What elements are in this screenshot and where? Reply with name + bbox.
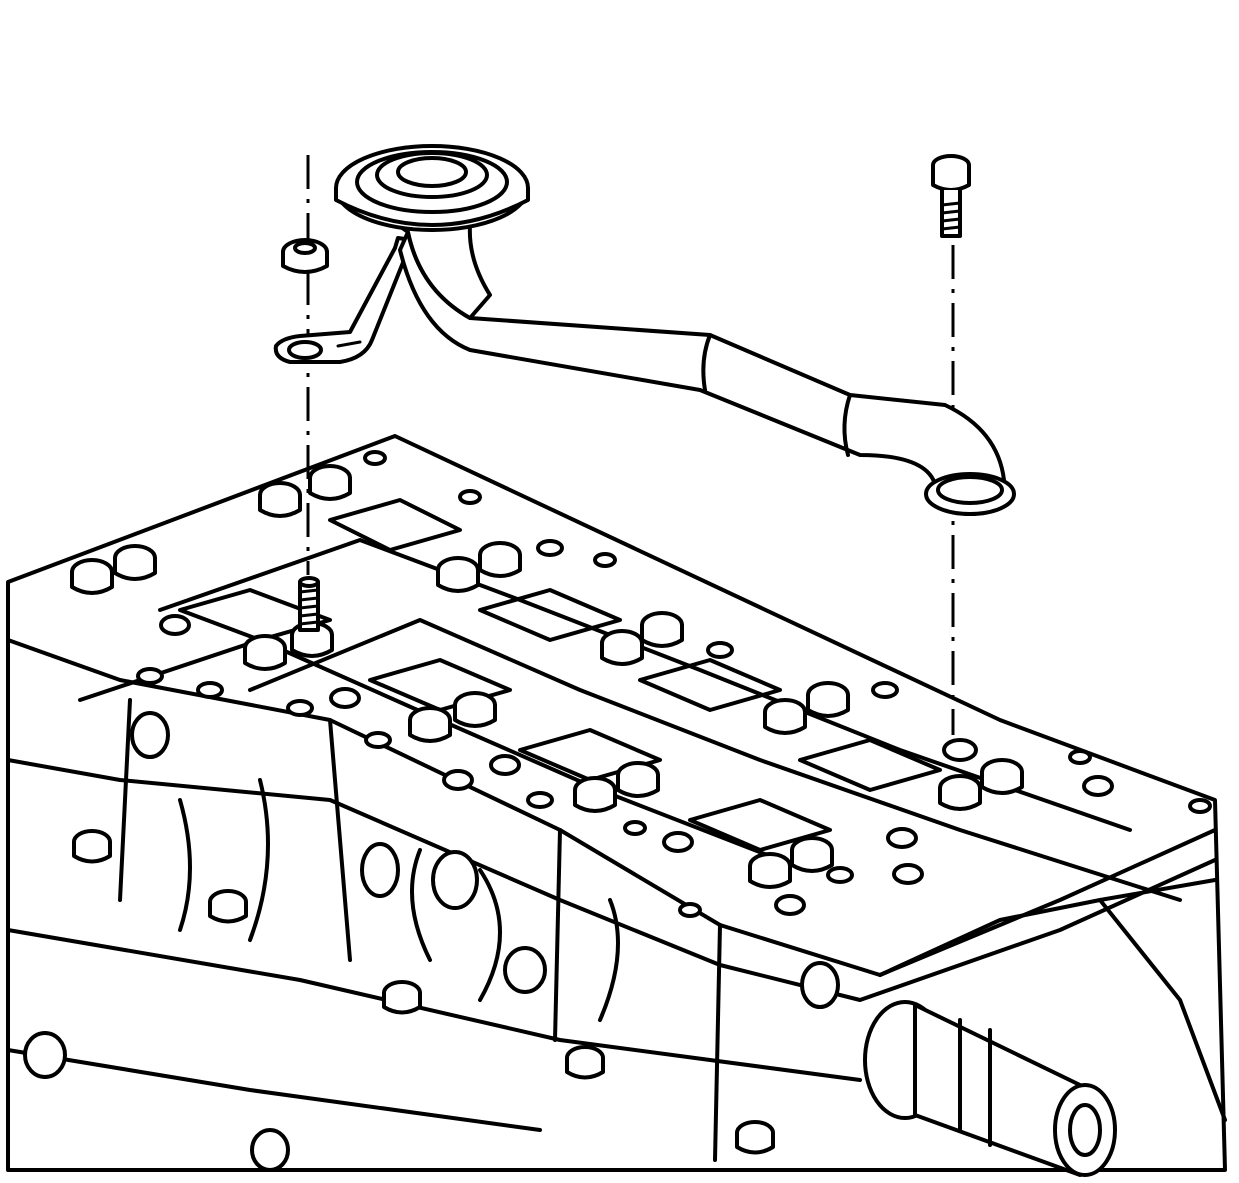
- bolt-head: [436, 556, 480, 593]
- bolt-head: [489, 754, 521, 776]
- bolt-head: [329, 687, 361, 709]
- side-boss-7: [360, 842, 400, 898]
- bolt-head: [892, 863, 924, 885]
- crankshaft-nose: [863, 1000, 1117, 1177]
- bolt-head: [980, 758, 1024, 795]
- bolt-head: [70, 558, 114, 595]
- bolt-head: [408, 706, 452, 743]
- bolt-head: [258, 481, 302, 518]
- bolt-head: [243, 634, 287, 671]
- bearing-cap-bolts: [70, 464, 1114, 1155]
- bolt-head: [208, 889, 248, 924]
- bolt-head: [662, 831, 694, 853]
- bolt-head: [886, 827, 918, 849]
- bolt-head: [735, 1120, 775, 1155]
- bolt-head: [938, 774, 982, 811]
- oil-pump-pickup-tube: [334, 144, 1016, 516]
- bolt: [931, 154, 971, 238]
- side-boss-2: [503, 946, 547, 994]
- bolt-head: [308, 464, 352, 501]
- slot-4: [478, 588, 622, 642]
- bolt-head: [113, 544, 157, 581]
- bolt-head: [478, 541, 522, 578]
- side-boss-3: [800, 961, 840, 1009]
- bolt-head: [790, 836, 834, 873]
- bolt-head: [806, 681, 850, 718]
- cap-rail-2: [248, 618, 1182, 902]
- bolt-head: [600, 629, 644, 666]
- stud: [298, 576, 320, 632]
- bolt-head: [748, 852, 792, 889]
- side-boss-1: [130, 711, 170, 759]
- bolt-head: [616, 761, 660, 798]
- slot-1: [178, 588, 332, 642]
- bolt-head: [774, 894, 806, 916]
- slot-3: [368, 658, 512, 712]
- bolt-head: [453, 691, 497, 728]
- side-boss-4: [23, 1031, 67, 1079]
- pickup-flange: [334, 144, 530, 232]
- bolt-head: [382, 980, 422, 1015]
- deck-holes: [136, 450, 1212, 918]
- bolt-head: [573, 776, 617, 813]
- side-boss-5: [250, 1128, 290, 1172]
- bolt-head: [640, 611, 684, 648]
- slot-8: [798, 738, 942, 792]
- bolt-head: [72, 829, 112, 864]
- slot-2: [328, 498, 462, 552]
- bolt-head: [565, 1045, 605, 1080]
- slot-5: [518, 728, 662, 782]
- slot-7: [688, 798, 832, 852]
- bolt-head: [1082, 775, 1114, 797]
- nut: [281, 238, 329, 274]
- slot-6: [638, 658, 782, 712]
- side-ribs: [178, 778, 620, 1022]
- side-wall-2: [6, 928, 862, 1132]
- front-cover-edge: [878, 878, 1227, 1122]
- bolt-head: [442, 769, 474, 791]
- pickup-screen-flange: [924, 472, 1016, 516]
- bolt-head: [159, 614, 191, 636]
- block-deck-lower-edge: [6, 758, 1217, 1002]
- side-wall-1: [118, 698, 722, 1162]
- bolt-head: [763, 698, 807, 735]
- side-boss-6: [431, 850, 479, 910]
